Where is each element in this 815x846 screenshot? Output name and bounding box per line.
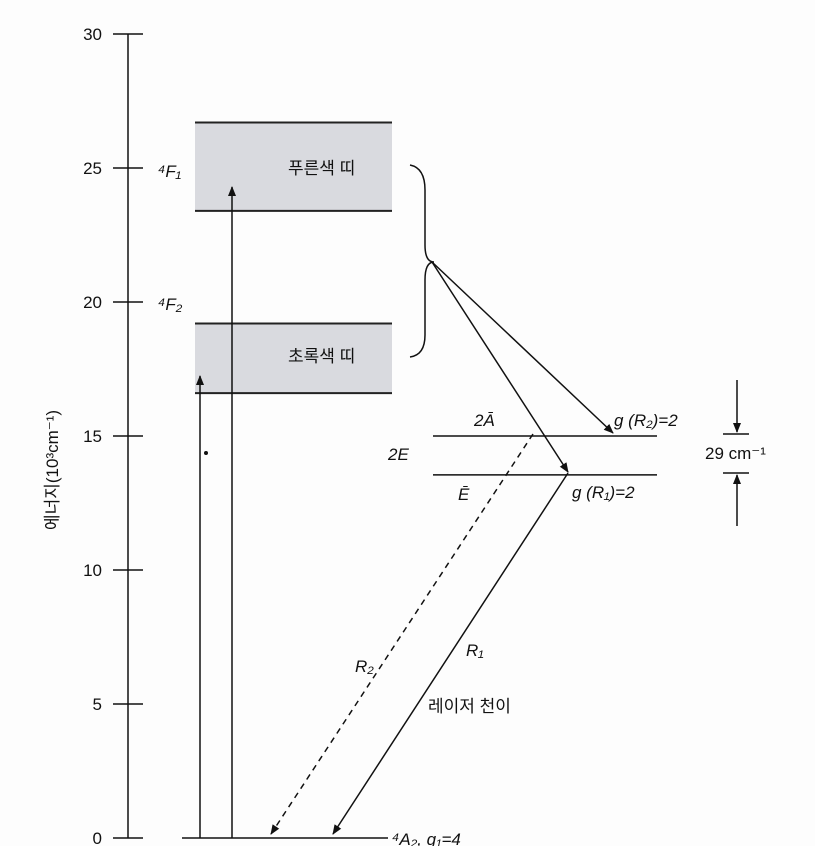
band-state-4f1: ⁴F₁ — [158, 162, 181, 181]
dot-mark — [204, 451, 208, 455]
level-2a-label: 2Ā — [473, 411, 495, 430]
y-tick-label: 15 — [83, 427, 102, 446]
y-axis-label: 에너지(10³cm⁻¹) — [43, 410, 62, 530]
r2-label: R₂ — [355, 657, 374, 676]
brace — [409, 164, 435, 358]
y-axis-ticks: 0 5 10 15 20 25 30 — [83, 25, 143, 846]
y-tick-label: 5 — [93, 695, 102, 714]
laser-transition-label: 레이저 천이 — [428, 697, 511, 716]
r1-transition-arrow — [332, 472, 569, 835]
band-state-4f2: ⁴F₂ — [158, 295, 183, 314]
level-group-label: 2E — [387, 445, 409, 464]
r1-label: R₁ — [466, 641, 484, 660]
green-band — [195, 323, 392, 394]
decay-arrow-lower — [431, 261, 569, 473]
blue-band — [195, 122, 392, 211]
decay-arrow-upper — [431, 261, 614, 434]
y-tick-label: 20 — [83, 293, 102, 312]
level-2a-degeneracy: g (R₂)=2 — [614, 411, 678, 430]
y-tick-label: 25 — [83, 159, 102, 178]
blue-band-label: 푸른색 띠 — [288, 159, 355, 178]
r2-transition-arrow — [270, 433, 534, 835]
level-e-degeneracy: g (R₁)=2 — [572, 483, 635, 502]
ground-level-label: ⁴A₂, g₁=4 — [392, 830, 461, 846]
y-tick-label: 10 — [83, 561, 102, 580]
green-band-label: 초록색 띠 — [288, 347, 355, 366]
splitting-label: 29 cm⁻¹ — [705, 444, 766, 463]
level-e-label: Ē — [458, 485, 470, 504]
y-tick-label: 30 — [83, 25, 102, 44]
y-tick-label: 0 — [93, 829, 102, 846]
